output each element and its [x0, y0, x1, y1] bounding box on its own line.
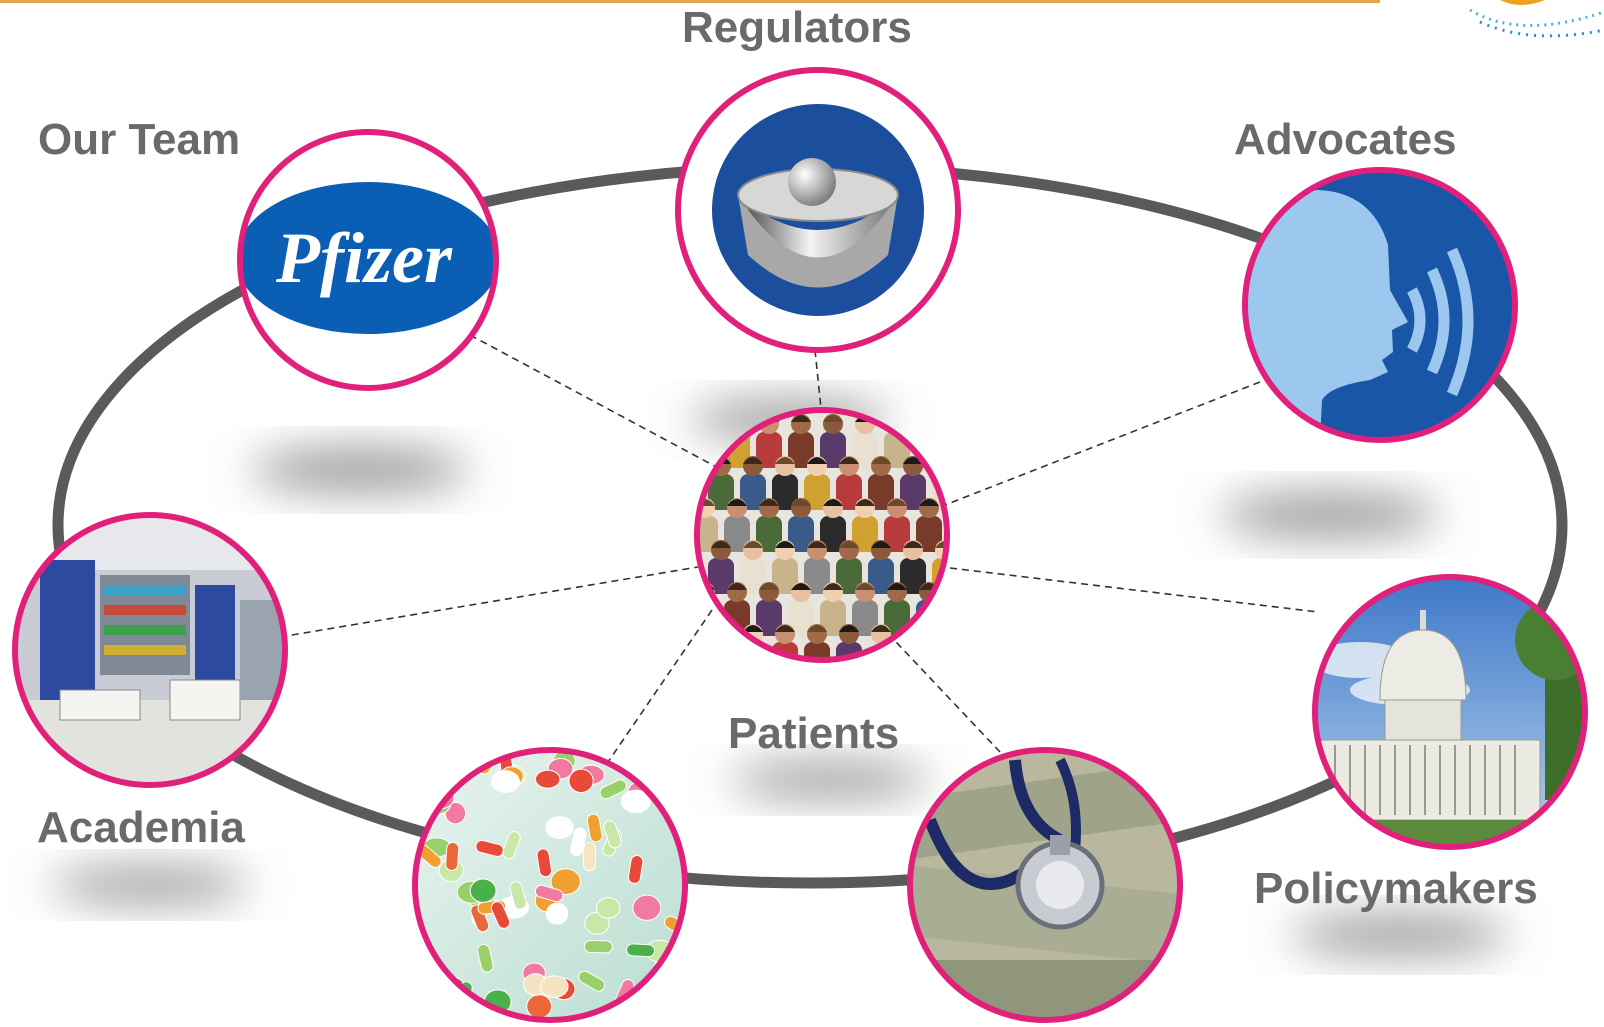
our-team-node: Pfizer — [237, 129, 499, 391]
regulators-node — [675, 67, 961, 353]
academia-node — [12, 512, 288, 788]
corner-logo-icon — [1469, 0, 1604, 38]
sound-wave-icon — [1407, 287, 1426, 353]
advocates-node — [1242, 167, 1518, 443]
policymakers-node — [1312, 574, 1588, 850]
label-academia: Academia — [37, 803, 245, 852]
label-policymakers: Policymakers — [1254, 864, 1538, 913]
pfizer-logo-icon — [240, 182, 496, 334]
pills-node — [412, 747, 688, 1023]
regulator-bowl-icon — [738, 195, 898, 258]
label-advocates: Advocates — [1234, 115, 1457, 164]
patients-node — [694, 407, 950, 663]
label-our-team: Our Team — [38, 115, 241, 164]
healthcare-cost-node — [907, 747, 1183, 1023]
pills-photo-icon — [415, 750, 685, 1020]
header-rule — [0, 0, 1380, 3]
speaking-head-icon — [1248, 190, 1408, 440]
label-patients: Patients — [728, 709, 900, 758]
stethoscope-money-icon — [910, 750, 1180, 1020]
laboratory-photo-icon — [15, 515, 285, 785]
pfizer-logo-text: Pfizer — [275, 218, 453, 298]
label-regulators: Regulators — [682, 3, 912, 52]
regulator-ball-icon — [788, 158, 836, 206]
connector-lines — [279, 334, 1319, 763]
